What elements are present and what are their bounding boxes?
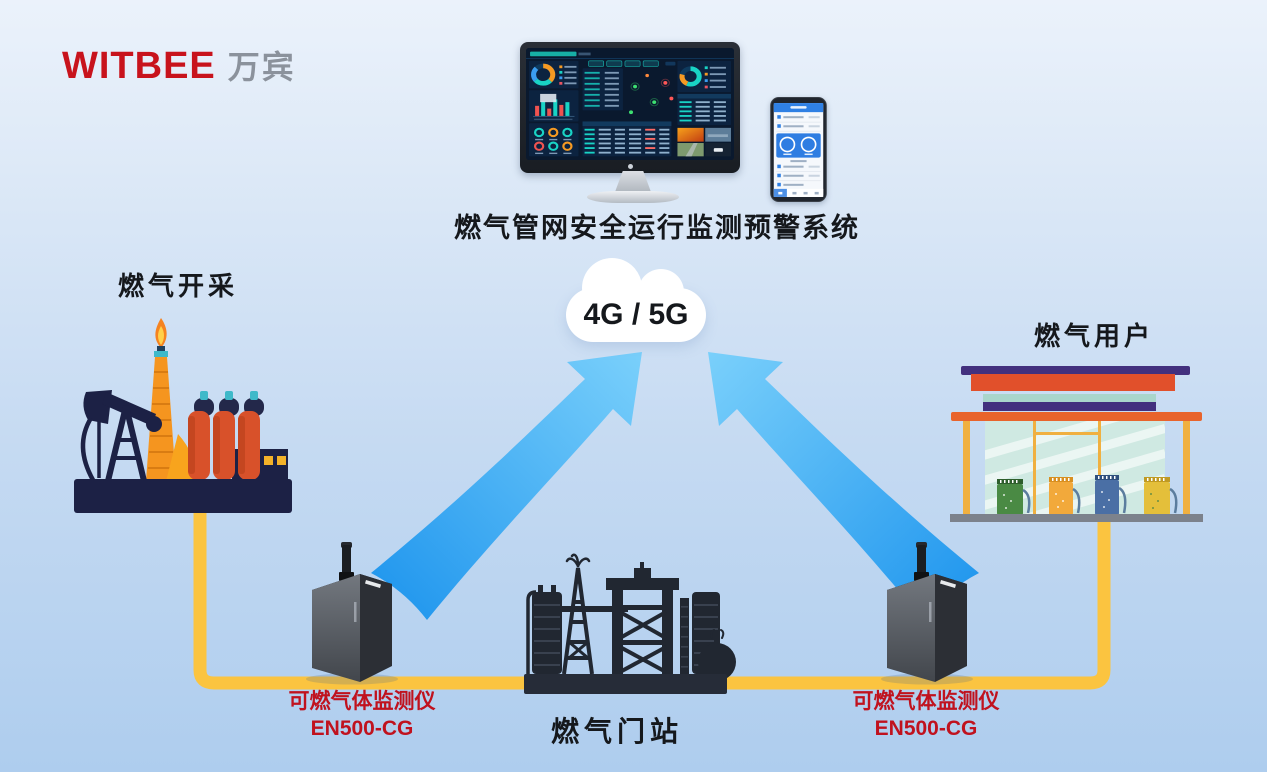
device-front-face <box>312 574 360 682</box>
rig-platform <box>74 479 292 513</box>
detector-label-right: 可燃气体监测仪 EN500-CG <box>826 688 1026 742</box>
app-tab-bar <box>773 188 824 197</box>
gate-derrick <box>562 553 594 675</box>
device-top-label <box>365 580 381 588</box>
app-gauge-panel <box>776 133 821 158</box>
detector-model: EN500-CG <box>874 717 978 740</box>
process-tanks <box>188 391 288 480</box>
gate-sphere-tank <box>698 629 736 681</box>
donut-chart-left <box>529 60 579 89</box>
antenna <box>914 542 929 581</box>
detector-name: 可燃气体监测仪 <box>852 690 1000 713</box>
uplink-arrow-right <box>708 352 979 620</box>
station-base <box>950 514 1203 522</box>
brand-name: WITBEE <box>62 45 216 87</box>
brand-logo: WITBEE 万宾 <box>62 42 296 88</box>
dashboard-screen <box>526 48 734 160</box>
device-side-face <box>360 574 392 682</box>
bottom-table <box>582 121 672 157</box>
monitor-stand-neck <box>614 171 652 193</box>
detector-model: EN500-CG <box>310 717 414 740</box>
label-gas-users: 燃气用户 <box>1034 321 1155 351</box>
mobile-app-phone <box>770 97 827 202</box>
pumpjack <box>80 390 162 482</box>
gate-pole <box>526 590 537 674</box>
station-roof <box>951 366 1202 421</box>
dashboard-monitor <box>520 42 740 173</box>
right-table <box>677 93 731 126</box>
gate-tank-left <box>532 585 562 674</box>
network-cloud: 4G / 5G <box>566 258 706 342</box>
monitor-logo-dot <box>627 164 633 169</box>
center-kv-table <box>582 68 623 111</box>
gas-detector-device <box>881 542 973 685</box>
device-front-face <box>887 574 935 682</box>
dashboard-header <box>526 51 734 67</box>
map-dots <box>628 73 674 115</box>
gas-users-illustration <box>950 366 1203 522</box>
gate-walkway <box>532 606 628 612</box>
gas-detector-left <box>302 540 402 685</box>
device-top-label <box>940 580 956 588</box>
monitor-stand-base <box>587 191 679 203</box>
fuel-pumps <box>997 475 1178 515</box>
mobile-app-ui <box>770 97 827 202</box>
app-list-bottom <box>776 160 821 187</box>
detector-name: 可燃气体监测仪 <box>288 690 436 713</box>
device-side-face <box>935 574 967 682</box>
system-caption: 燃气管网安全运行监测预警系统 <box>454 213 860 243</box>
antenna <box>339 542 354 581</box>
detector-label-left: 可燃气体监测仪 EN500-CG <box>262 688 462 742</box>
photo-grid <box>677 127 731 157</box>
gas-detector-right <box>877 540 977 685</box>
app-list-top <box>776 115 821 132</box>
bar-chart-left <box>529 90 579 122</box>
dashboard-ui <box>526 48 734 160</box>
gas-gate-station-illustration <box>524 553 736 694</box>
label-gas-extraction: 燃气开采 <box>118 271 239 301</box>
donut-chart-right <box>677 60 731 93</box>
gate-ladder <box>680 598 689 674</box>
gate-gantry <box>606 562 679 674</box>
brand-suffix: 万宾 <box>227 49 296 85</box>
gate-base <box>524 674 727 694</box>
network-label: 4G / 5G <box>583 298 689 331</box>
label-gate-station: 燃气门站 <box>550 716 683 747</box>
gauges-left <box>529 123 579 157</box>
uplink-arrow-left <box>371 352 642 620</box>
gas-detector-device <box>306 542 398 685</box>
gas-extraction-illustration <box>74 318 292 513</box>
